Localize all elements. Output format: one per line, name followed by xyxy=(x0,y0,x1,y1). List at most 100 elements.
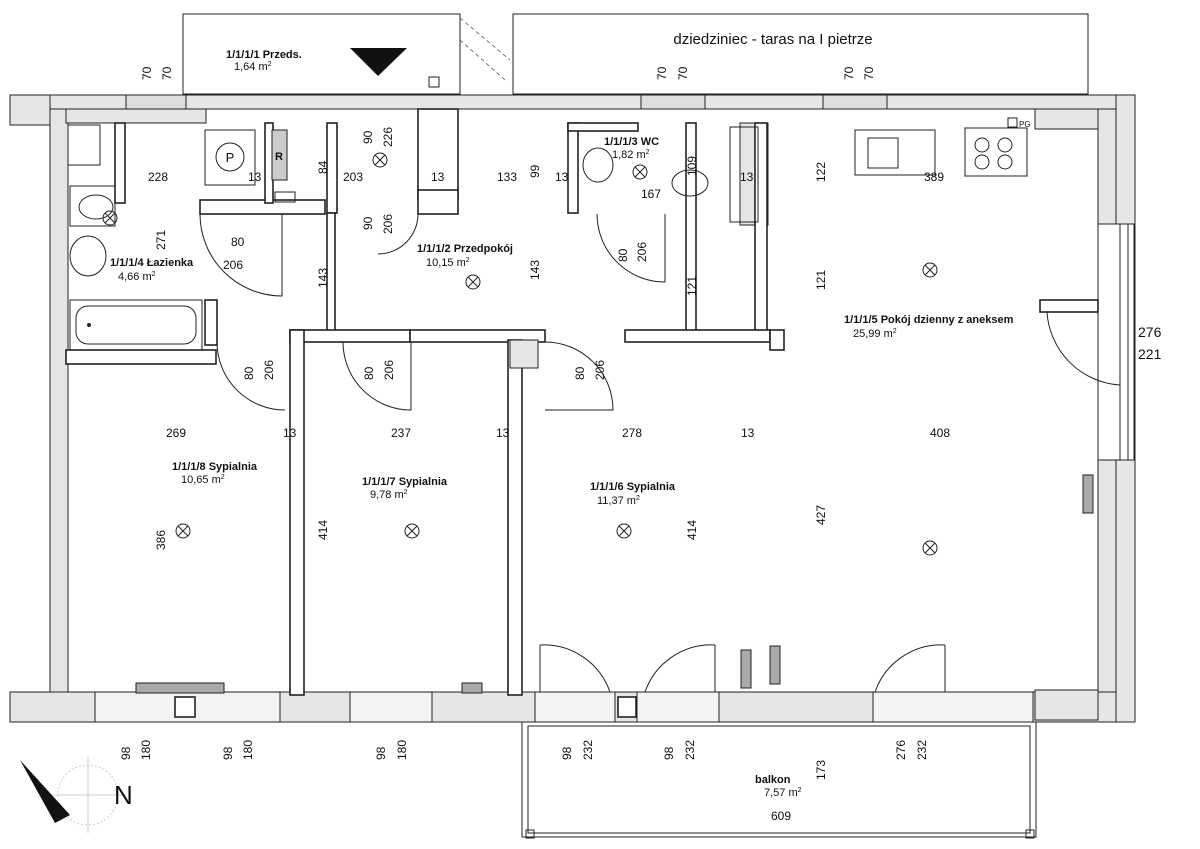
boiler-label: P xyxy=(226,150,235,165)
dimension-label: 226 xyxy=(381,127,395,147)
dimension-label: 84 xyxy=(316,160,330,174)
dimension-label: 90 xyxy=(361,216,375,230)
dimension-label: 98 xyxy=(662,746,676,760)
dimension-label: 206 xyxy=(635,242,649,262)
room-area-przedsionek: 1,64 m2 xyxy=(234,61,272,73)
dimension-label: 173 xyxy=(814,760,828,780)
dimension-label: 121 xyxy=(814,270,828,290)
dimension-label: 276 xyxy=(1138,324,1162,340)
dimension-label: 221 xyxy=(1138,346,1162,362)
dimension-label: 143 xyxy=(316,268,330,288)
dimension-label: 232 xyxy=(581,740,595,760)
room-area-sypialnia-7: 9,78 m2 xyxy=(370,489,408,501)
dimension-label: 180 xyxy=(395,740,409,760)
room-area-lazienka: 4,66 m2 xyxy=(118,271,156,283)
interior-walls xyxy=(65,108,1099,696)
room-name-przedpokoj: 1/1/1/2 Przedpokój xyxy=(417,243,513,255)
dimension-label: 70 xyxy=(676,66,690,80)
room-name-wc: 1/1/1/3 WC xyxy=(604,136,659,148)
dimension-label: 237 xyxy=(391,426,411,440)
dimension-label: 232 xyxy=(683,740,697,760)
dimension-label: 206 xyxy=(593,360,607,380)
room-name-sypialnia-8: 1/1/1/8 Sypialnia xyxy=(172,461,258,473)
dimension-label: 408 xyxy=(930,426,950,440)
entrance-arrow-icon xyxy=(350,48,407,76)
dimension-label: 278 xyxy=(622,426,642,440)
dimension-label: 13 xyxy=(740,170,754,184)
room-name-sypialnia-7: 1/1/1/7 Sypialnia xyxy=(362,476,448,488)
dimension-label: 386 xyxy=(154,530,168,550)
dimension-label: 167 xyxy=(641,187,661,201)
dimension-label: 80 xyxy=(231,235,245,249)
dimension-label: 427 xyxy=(814,505,828,525)
dimension-label: 13 xyxy=(431,170,445,184)
dimension-label: 232 xyxy=(915,740,929,760)
dimension-label: 70 xyxy=(140,66,154,80)
light-icon xyxy=(372,152,388,168)
room-name-sypialnia-6: 1/1/1/6 Sypialnia xyxy=(590,481,676,493)
dimension-label: 13 xyxy=(741,426,755,440)
room-area-przedpokoj: 10,15 m2 xyxy=(426,257,470,269)
dimension-label: 98 xyxy=(119,746,133,760)
compass: N xyxy=(20,757,133,833)
dimension-label: 180 xyxy=(241,740,255,760)
dimension-label: 98 xyxy=(374,746,388,760)
dimension-label: 98 xyxy=(221,746,235,760)
sink xyxy=(69,235,107,277)
room-area-sypialnia-8: 10,65 m2 xyxy=(181,474,225,486)
cooktop xyxy=(964,127,1028,177)
north-arrow-icon xyxy=(20,760,70,823)
dimension-label: 70 xyxy=(655,66,669,80)
compass-north-label: N xyxy=(114,780,133,810)
dimension-label: 180 xyxy=(139,740,153,760)
dimension-label: 13 xyxy=(248,170,262,184)
room-area-balkon: 7,57 m2 xyxy=(764,787,802,799)
dimension-label: 133 xyxy=(497,170,517,184)
dimension-label: 121 xyxy=(685,276,699,296)
dimensions-horizontal: 228 80 206 203 133 167 389 269 237 278 4… xyxy=(148,170,950,823)
light-icon xyxy=(616,523,632,539)
room-name-lazienka: 1/1/1/4 Łazienka xyxy=(110,257,194,269)
dimension-label: 13 xyxy=(555,170,569,184)
room-area-sypialnia-6: 11,37 m2 xyxy=(597,495,640,507)
bathtub xyxy=(69,299,203,351)
gas-label: PG xyxy=(1019,120,1031,129)
balcony xyxy=(521,721,1037,839)
light-icon xyxy=(465,274,481,290)
dimension-label: 269 xyxy=(166,426,186,440)
dimension-label: 80 xyxy=(242,366,256,380)
toilet xyxy=(69,185,116,227)
dimension-label: 276 xyxy=(894,740,908,760)
dimension-label: 206 xyxy=(262,360,276,380)
light-icon xyxy=(404,523,420,539)
dimension-label: 13 xyxy=(283,426,297,440)
wc-toilet xyxy=(671,169,709,197)
dimension-label: 13 xyxy=(496,426,510,440)
wc-sink xyxy=(582,147,614,183)
washing-machine xyxy=(204,129,256,186)
dimension-label: 70 xyxy=(862,66,876,80)
dimension-label: 80 xyxy=(616,248,630,262)
dimension-label: 609 xyxy=(771,809,791,823)
room-area-wc: 1,82 m2 xyxy=(612,149,650,161)
dimension-label: 206 xyxy=(381,214,395,234)
dimension-label: 414 xyxy=(316,520,330,540)
dimension-label: 271 xyxy=(154,230,168,250)
dimension-label: 206 xyxy=(382,360,396,380)
dimension-label: 80 xyxy=(573,366,587,380)
dimension-label: 80 xyxy=(362,366,376,380)
room-name-pokoj-dzienny: 1/1/1/5 Pokój dzienny z aneksem xyxy=(844,314,1014,326)
terrace-label: dziedziniec - taras na I pietrze xyxy=(673,31,872,48)
window-dimensions: 276 221 xyxy=(1138,324,1162,362)
dimension-label: 70 xyxy=(842,66,856,80)
dimension-label: 228 xyxy=(148,170,168,184)
outer-walls xyxy=(9,94,1136,723)
room-name-przedsionek: 1/1/1/1 Przeds. xyxy=(226,49,302,61)
ceiling-lights xyxy=(102,152,938,556)
dimension-label: 109 xyxy=(685,156,699,176)
dimension-label: 206 xyxy=(223,258,243,272)
room-labels: 1/1/1/1 Przeds. 1,64 m2 1/1/1/2 Przedpok… xyxy=(110,49,1014,799)
riser-label: R xyxy=(275,151,283,163)
dimension-label: 98 xyxy=(560,746,574,760)
